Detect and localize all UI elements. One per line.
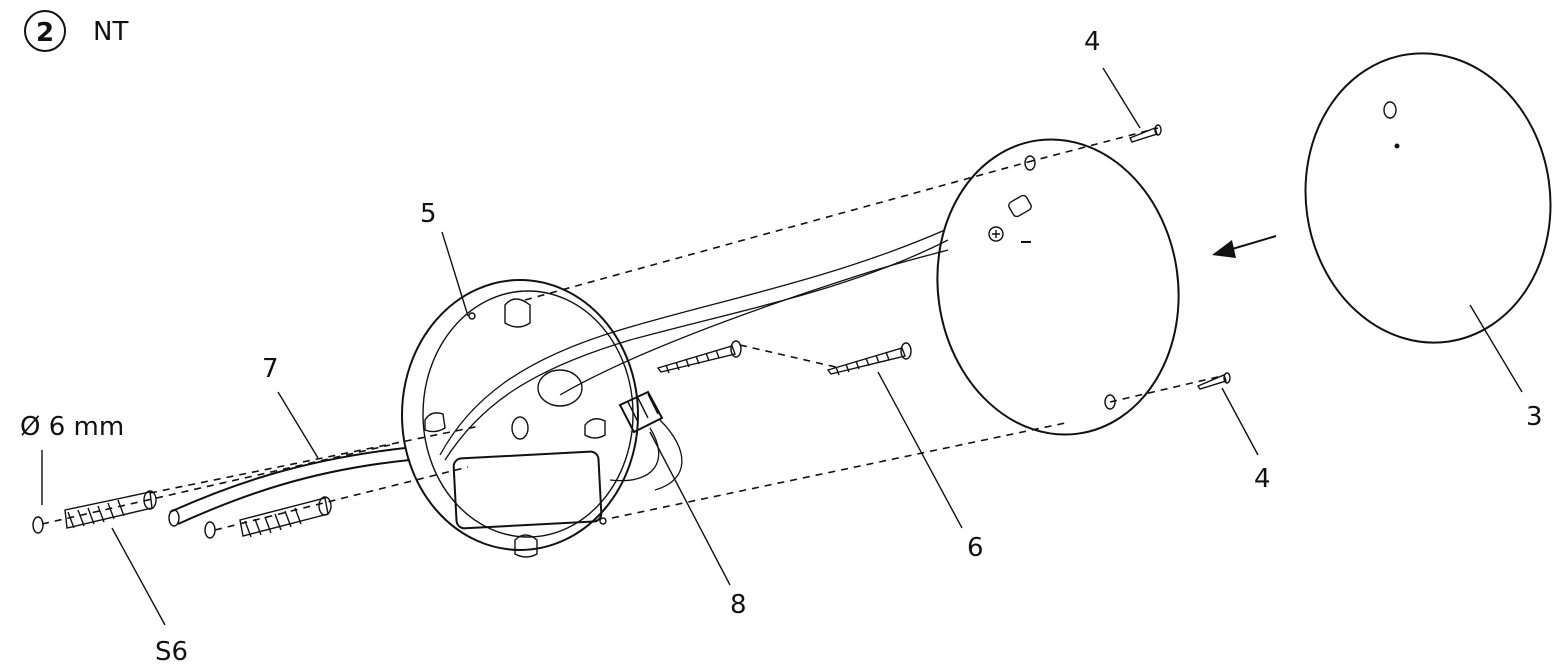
label-4-bottom: 4	[1254, 464, 1271, 494]
step-number: 2	[36, 18, 54, 48]
wall-plug-right	[204, 496, 332, 539]
labels: Ø 6 mm S6 7 5 8 6 4 4 3	[20, 27, 1543, 667]
terminal-block	[609, 390, 683, 491]
screw-upper	[656, 340, 742, 374]
label-7: 7	[262, 354, 279, 384]
wires	[439, 229, 949, 461]
step-header: 2 NT	[24, 10, 128, 52]
cable	[168, 447, 411, 527]
label-s6: S6	[155, 637, 188, 667]
alignment-lines	[41, 127, 1223, 531]
screw-small-top	[1129, 124, 1162, 143]
label-5: 5	[420, 199, 437, 229]
label-8: 8	[730, 590, 747, 620]
label-3: 3	[1526, 402, 1543, 432]
step-model-label: NT	[93, 17, 128, 47]
label-4-top: 4	[1084, 27, 1101, 57]
cover	[1304, 52, 1552, 344]
wall-plug-left	[32, 490, 157, 534]
label-diameter: Ø 6 mm	[20, 412, 124, 442]
label-6: 6	[967, 533, 984, 563]
step-number-circle	[24, 10, 66, 52]
screw-small-bottom	[1196, 372, 1231, 390]
light-plate	[936, 138, 1180, 436]
leader-lines	[41, 67, 1523, 626]
screw-lower	[826, 342, 912, 376]
arrow-icon	[1212, 235, 1277, 258]
mounting-box	[401, 279, 639, 558]
